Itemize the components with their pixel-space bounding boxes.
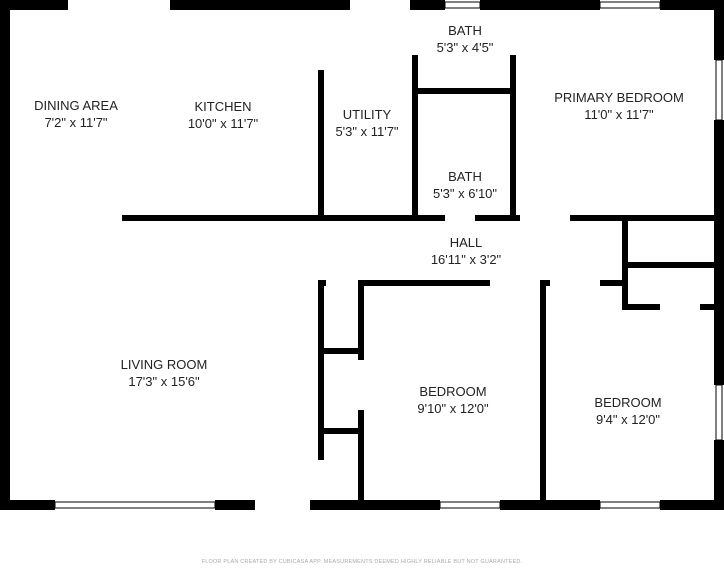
wall — [660, 0, 724, 10]
room-size: 9'10" x 12'0" — [417, 401, 489, 416]
wall — [122, 215, 445, 221]
room-name: DINING AREA — [34, 98, 118, 113]
window — [715, 384, 723, 441]
window — [715, 59, 723, 121]
room-label-bedroom-1: BEDROOM 9'10" x 12'0" — [417, 383, 488, 417]
room-label-kitchen: KITCHEN 10'0" x 11'7" — [188, 98, 258, 132]
room-name: BATH — [448, 23, 482, 38]
footer-disclaimer: FLOOR PLAN CREATED BY CUBICASA APP. MEAS… — [201, 559, 523, 565]
window — [599, 1, 661, 9]
wall — [500, 500, 600, 510]
wall — [358, 410, 364, 502]
room-label-primary-bedroom: PRIMARY BEDROOM 11'0" x 11'7" — [554, 89, 684, 123]
room-label-hall: HALL 16'11" x 3'2" — [431, 234, 501, 268]
wall — [412, 55, 418, 220]
window — [444, 1, 481, 9]
wall — [170, 0, 350, 10]
room-size: 5'3" x 4'5" — [436, 40, 494, 55]
walls — [0, 0, 724, 510]
room-label-bedroom-2: BEDROOM 9'4" x 12'0" — [594, 394, 661, 428]
room-label-dining-area: DINING AREA 7'2" x 11'7" — [34, 97, 118, 131]
wall — [714, 0, 724, 60]
wall — [600, 280, 626, 286]
room-name: HALL — [449, 235, 483, 250]
room-size: 9'4" x 12'0" — [595, 412, 661, 427]
window — [54, 501, 216, 509]
room-label-bath-2: BATH 5'3" x 6'10" — [433, 168, 497, 202]
wall — [310, 500, 440, 510]
wall — [480, 0, 600, 10]
room-label-bath-1: BATH 5'3" x 4'5" — [437, 22, 494, 56]
window — [439, 501, 501, 509]
room-name: PRIMARY BEDROOM — [554, 90, 684, 105]
wall — [318, 428, 362, 434]
wall — [410, 0, 445, 10]
wall — [215, 500, 255, 510]
windows — [54, 1, 723, 509]
wall — [510, 55, 516, 220]
room-label-living-room: LIVING ROOM 17'3" x 15'6" — [121, 356, 208, 390]
room-name: LIVING ROOM — [120, 357, 208, 372]
wall — [714, 120, 724, 385]
room-size: 5'3" x 11'7" — [335, 124, 399, 139]
room-size: 7'2" x 11'7" — [44, 115, 108, 130]
room-size: 11'0" x 11'7" — [584, 107, 654, 122]
wall — [475, 215, 520, 221]
room-name: BEDROOM — [594, 395, 662, 410]
wall — [358, 280, 364, 360]
wall — [540, 280, 546, 502]
wall — [622, 304, 660, 310]
wall — [318, 348, 362, 354]
room-size: 17'3" x 15'6" — [128, 374, 200, 389]
room-name: BEDROOM — [419, 384, 487, 399]
wall — [412, 88, 516, 94]
room-size: 5'3" x 6'10" — [432, 186, 498, 201]
room-name: BATH — [448, 169, 482, 184]
window — [599, 501, 661, 509]
room-label-utility: UTILITY 5'3" x 11'7" — [335, 106, 398, 140]
wall — [700, 304, 714, 310]
wall — [0, 0, 68, 10]
wall — [318, 70, 324, 220]
room-name: KITCHEN — [194, 99, 252, 114]
wall — [358, 280, 490, 286]
room-name: UTILITY — [342, 107, 392, 122]
wall — [714, 440, 724, 510]
room-size: 10'0" x 11'7" — [187, 116, 259, 131]
room-size: 16'11" x 3'2" — [430, 252, 502, 267]
wall — [622, 262, 714, 268]
wall — [570, 215, 720, 221]
wall — [318, 280, 324, 460]
wall — [0, 0, 10, 510]
wall — [0, 500, 55, 510]
wall — [660, 500, 724, 510]
